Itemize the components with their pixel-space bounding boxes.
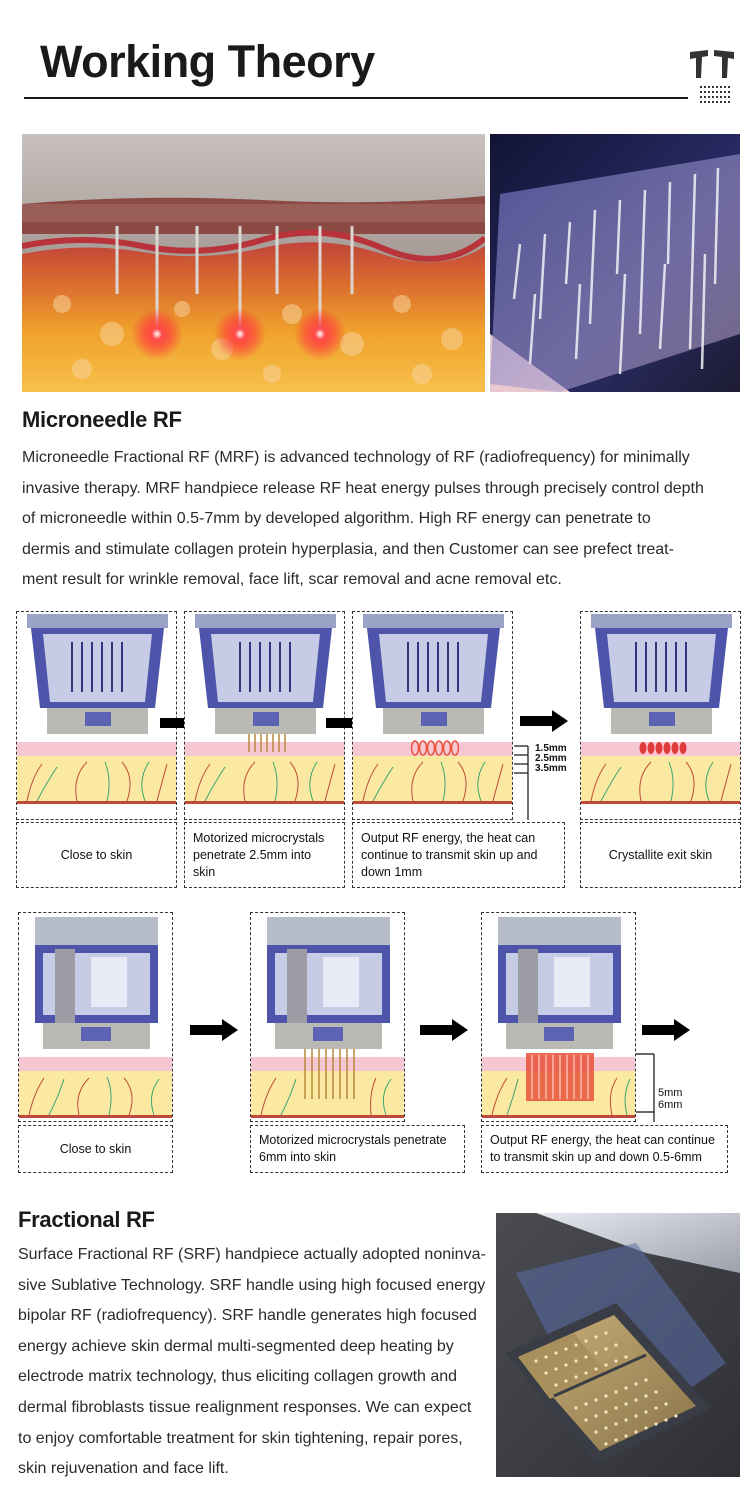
step-panel-output-rf-6mm — [481, 912, 636, 1122]
handpiece-diagram — [251, 917, 404, 1118]
depth-label: 5mm — [658, 1087, 683, 1099]
arrow-right-icon — [642, 1019, 690, 1041]
step-caption-2: Motorized microcrystals penetrate 2.5mm … — [184, 822, 345, 888]
arrow-right-icon — [420, 1019, 468, 1041]
step-panel-penetrate-6mm — [250, 912, 405, 1122]
paragraph-line: Surface Fractional RF (SRF) handpiece ac… — [18, 1246, 486, 1263]
paragraph-line: ment result for wrinkle removal, face li… — [22, 571, 562, 589]
step-caption-row2-1: Close to skin — [18, 1125, 173, 1173]
step-caption-3: Output RF energy, the heat can continue … — [352, 822, 565, 888]
step-panel-close-to-skin-6mm — [18, 912, 173, 1122]
paragraph-line: electrode matrix technology, thus elicit… — [18, 1368, 458, 1386]
needle-array-illustration — [490, 134, 740, 392]
step-caption-1: Close to skin — [16, 822, 177, 888]
handpiece-diagram — [19, 917, 172, 1118]
paragraph-line: Microneedle Fractional RF (MRF) is advan… — [22, 449, 690, 466]
step-panel-penetrate-2-5mm — [184, 611, 345, 820]
page-title: Working Theory — [40, 36, 375, 87]
paragraph-line: energy achieve skin dermal multi-segment… — [18, 1337, 454, 1355]
depth-label: 2.5mm — [535, 753, 567, 764]
handpiece-diagram — [581, 614, 740, 804]
brand-logo-icon — [690, 50, 734, 103]
microneedle-description: Microneedle Fractional RF (MRF) is advan… — [22, 443, 734, 596]
fractional-handpiece-photo — [496, 1213, 740, 1477]
step-caption-row2-2: Motorized microcrystals penetrate 6mm in… — [250, 1125, 465, 1173]
paragraph-line: invasive therapy. MRF handpiece release … — [22, 479, 704, 497]
section-heading-fractional: Fractional RF — [18, 1207, 155, 1232]
step-panel-exit-skin — [580, 611, 741, 820]
depth-scale-bracket — [636, 1053, 655, 1122]
fractional-description: Surface Fractional RF (SRF) handpiece ac… — [18, 1240, 488, 1485]
paragraph-line: sive Sublative Technology. SRF handle us… — [18, 1276, 486, 1294]
step-panel-close-to-skin — [16, 611, 177, 820]
depth-label: 3.5mm — [535, 763, 567, 774]
section-heading-microneedle: Microneedle RF — [22, 407, 182, 432]
microneedle-skin-illustration — [22, 134, 485, 392]
paragraph-line: skin rejuvenation and face lift. — [18, 1460, 229, 1478]
depth-scale-bracket — [514, 745, 529, 820]
arrow-right-icon — [520, 710, 568, 732]
handpiece-diagram — [482, 917, 635, 1118]
paragraph-line: dermis and stimulate collagen protein hy… — [22, 540, 674, 558]
step-panel-output-rf — [352, 611, 513, 820]
title-divider — [24, 97, 688, 99]
handpiece-diagram — [185, 614, 344, 804]
paragraph-line: to enjoy comfortable treatment for skin … — [18, 1429, 463, 1447]
arrow-right-icon — [190, 1019, 238, 1041]
depth-label: 6mm — [658, 1099, 683, 1111]
paragraph-line: bipolar RF (radiofrequency). SRF handle … — [18, 1307, 477, 1325]
paragraph-line: dermal fibroblasts tissue realignment re… — [18, 1398, 472, 1416]
step-caption-row2-3: Output RF energy, the heat can continue … — [481, 1125, 728, 1173]
paragraph-line: of microneedle within 0.5-7mm by develop… — [22, 510, 651, 528]
handpiece-diagram — [17, 614, 176, 804]
step-caption-4: Crystallite exit skin — [580, 822, 741, 888]
handpiece-diagram — [353, 614, 512, 804]
depth-label: 1.5mm — [535, 743, 567, 754]
